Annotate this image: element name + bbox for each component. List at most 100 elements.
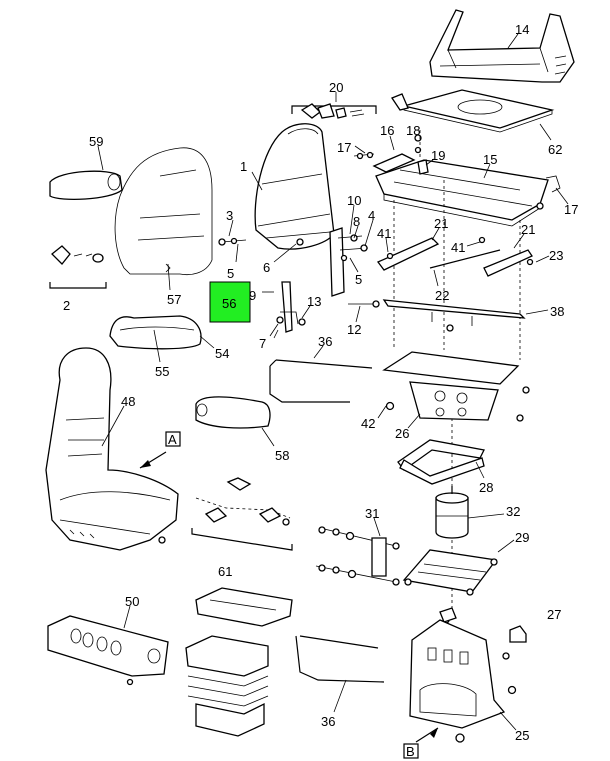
part-29-lower-scissor xyxy=(402,549,498,624)
leader-line-19 xyxy=(425,158,435,166)
callout-label-5[interactable]: 5 xyxy=(227,266,234,281)
callout-label-5[interactable]: 5 xyxy=(355,272,362,287)
callout-label-25[interactable]: 25 xyxy=(515,728,529,743)
part-57-seat-back xyxy=(114,147,213,276)
leader-line-57 xyxy=(167,263,171,291)
part-31-shock-absorber xyxy=(315,526,400,586)
callout-label-23[interactable]: 23 xyxy=(549,248,563,263)
callout-label-26[interactable]: 26 xyxy=(395,426,409,441)
callout-label-14[interactable]: 14 xyxy=(515,22,529,37)
callout-label-48[interactable]: 48 xyxy=(121,394,135,409)
leader-line-36 xyxy=(313,345,324,359)
leader-line-59 xyxy=(97,145,104,171)
leader-line-48 xyxy=(101,405,125,447)
callout-label-59[interactable]: 59 xyxy=(89,134,103,149)
part-38-cross-rod xyxy=(382,299,526,332)
callout-label-3[interactable]: 3 xyxy=(226,208,233,223)
callout-label-32[interactable]: 32 xyxy=(506,504,520,519)
leader-line-17 xyxy=(555,187,569,205)
callout-label-36[interactable]: 36 xyxy=(318,334,332,349)
part-59-armrest xyxy=(49,170,123,200)
part-28-scissor-link xyxy=(397,439,485,485)
callout-label-15[interactable]: 15 xyxy=(483,152,497,167)
leader-line-10 xyxy=(349,204,355,235)
callout-label-12[interactable]: 12 xyxy=(347,322,361,337)
callout-label-36[interactable]: 36 xyxy=(321,714,335,729)
callout-label-6[interactable]: 6 xyxy=(263,260,270,275)
leader-line-4 xyxy=(364,219,374,247)
part-50-control-panel xyxy=(47,615,169,686)
callout-label-17[interactable]: 17 xyxy=(564,202,578,217)
callout-label-13[interactable]: 13 xyxy=(307,294,321,309)
leader-line-8 xyxy=(353,225,359,239)
part-2-lumbar-knob xyxy=(49,245,107,289)
callout-label-54[interactable]: 54 xyxy=(215,346,229,361)
leader-line-16 xyxy=(389,135,395,151)
callout-label-2[interactable]: 2 xyxy=(63,298,70,313)
leader-line-5 xyxy=(235,243,239,263)
leader-line-42 xyxy=(377,405,387,419)
part-21-slide-rail-left xyxy=(376,237,440,271)
part-6-bolt xyxy=(296,238,304,246)
callout-label-58[interactable]: 58 xyxy=(275,448,289,463)
leader-line-6 xyxy=(273,243,297,263)
callout-label-21[interactable]: 21 xyxy=(521,222,535,237)
part-14-seat-frame xyxy=(429,9,575,83)
callout-label-41[interactable]: 41 xyxy=(451,240,465,255)
callout-label-50[interactable]: 50 xyxy=(125,594,139,609)
callout-label-20[interactable]: 20 xyxy=(329,80,343,95)
part-9-recline-lever xyxy=(273,281,306,339)
callout-label-57[interactable]: 57 xyxy=(167,292,181,307)
callout-label-61[interactable]: 61 xyxy=(218,564,232,579)
callout-label-7[interactable]: 7 xyxy=(259,336,266,351)
callout-label-19[interactable]: 19 xyxy=(431,148,445,163)
callout-label-21[interactable]: 21 xyxy=(434,216,448,231)
part-27-bumper xyxy=(509,625,527,643)
part-1-back-frame xyxy=(254,123,335,250)
part-54-seat-cushion xyxy=(109,315,202,350)
leader-line-36 xyxy=(333,679,347,713)
callout-label-16[interactable]: 16 xyxy=(380,123,394,138)
view-a-indicator: A xyxy=(139,431,181,469)
callout-label-4[interactable]: 4 xyxy=(368,208,375,223)
leader-line-7 xyxy=(269,323,279,337)
callout-label-22[interactable]: 22 xyxy=(435,288,449,303)
callout-label-31[interactable]: 31 xyxy=(365,506,379,521)
callout-label-17[interactable]: 17 xyxy=(337,140,351,155)
leader-line-5 xyxy=(349,257,359,273)
highlight-56-box[interactable] xyxy=(209,281,251,323)
leader-line-15 xyxy=(483,163,491,179)
callout-label-28[interactable]: 28 xyxy=(479,480,493,495)
leader-line-62 xyxy=(539,123,552,141)
callout-label-27[interactable]: 27 xyxy=(547,607,561,622)
callout-label-38[interactable]: 38 xyxy=(550,304,564,319)
part-18-nut xyxy=(414,134,422,154)
leader-line-54 xyxy=(199,335,215,349)
leader-line-41 xyxy=(466,241,481,247)
leader-line-12 xyxy=(355,305,361,323)
callout-label-1[interactable]: 1 xyxy=(240,159,247,174)
part-10-mount-bracket xyxy=(329,227,369,297)
leader-line-58 xyxy=(261,427,275,447)
highlight-56[interactable]: 56 xyxy=(209,281,251,323)
callout-label-10[interactable]: 10 xyxy=(347,193,361,208)
leader-line-28 xyxy=(475,461,485,479)
callout-label-62[interactable]: 62 xyxy=(548,142,562,157)
leader-line-3 xyxy=(228,219,234,237)
leader-line-14 xyxy=(507,33,519,49)
callout-label-8[interactable]: 8 xyxy=(353,214,360,229)
part-3-bolt xyxy=(218,237,247,246)
callout-label-55[interactable]: 55 xyxy=(155,364,169,379)
part-32-air-spring xyxy=(435,486,469,539)
callout-label-18[interactable]: 18 xyxy=(406,123,420,138)
part-22-slide-bar xyxy=(429,236,501,269)
leader-line-32 xyxy=(467,513,505,519)
callout-label-9[interactable]: 9 xyxy=(249,288,256,303)
leader-line-50 xyxy=(123,605,131,629)
leader-line-26 xyxy=(407,413,421,429)
callout-label-42[interactable]: 42 xyxy=(361,416,375,431)
callout-label-41[interactable]: 41 xyxy=(377,226,391,241)
part-cover-stack xyxy=(185,587,293,737)
callout-label-29[interactable]: 29 xyxy=(515,530,529,545)
leader-line-41 xyxy=(385,237,389,253)
